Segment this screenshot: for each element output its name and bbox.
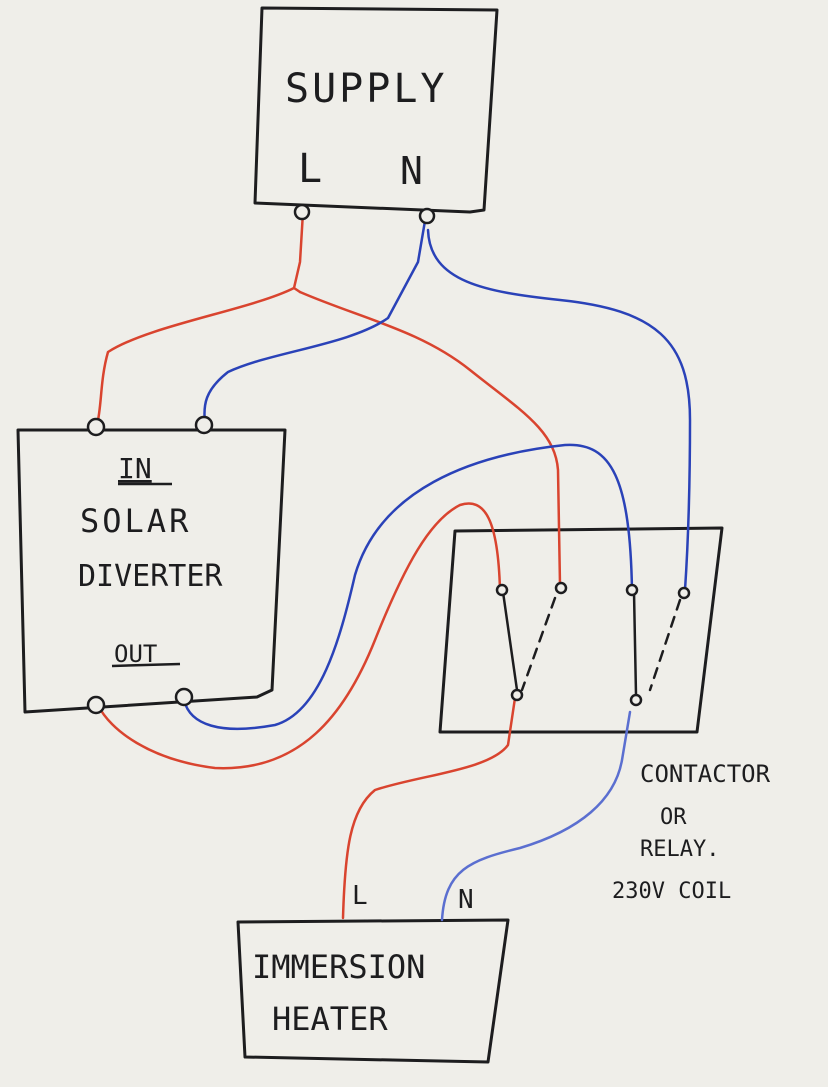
diverter-in-live-terminal	[86, 417, 106, 437]
contactor-dashed-link-2	[648, 598, 682, 692]
heater-name-line2: HEATER	[272, 1000, 388, 1038]
heater-live-label: L	[352, 881, 368, 911]
diverter-in-neutral-terminal	[194, 415, 214, 435]
immersion-heater-box	[236, 918, 510, 1064]
diverter-name-line1: SOLAR	[80, 502, 191, 540]
neutral-wire-to-contactor	[426, 228, 692, 592]
supply-live-label: L	[298, 146, 322, 192]
diverter-out-underline	[111, 662, 181, 668]
contactor-input-terminal-4	[677, 586, 691, 600]
contactor-output-terminal-1	[510, 688, 524, 702]
neutral-wire-to-heater	[440, 710, 632, 922]
contactor-switch-blade-1	[501, 590, 519, 692]
neutral-wire-diverter-out-to-contactor	[182, 443, 634, 731]
diverter-out-label: OUT	[114, 640, 157, 668]
supply-box	[253, 6, 499, 214]
supply-neutral-terminal	[418, 207, 436, 225]
contactor-input-terminal-2	[554, 581, 568, 595]
live-wire-supply-trunk	[292, 210, 305, 294]
contactor-input-terminal-3	[625, 583, 639, 597]
live-wire-to-heater	[341, 696, 517, 920]
neutral-wire-to-diverter-in	[203, 213, 428, 425]
contactor-label-line2: OR	[660, 805, 687, 830]
contactor-label-line1: CONTACTOR	[640, 760, 771, 788]
diverter-out-live-terminal	[86, 695, 106, 715]
live-wire-to-contactor	[298, 290, 562, 587]
diverter-out-neutral-terminal	[174, 687, 194, 707]
supply-title: SUPPLY	[285, 66, 448, 112]
heater-name-line1: IMMERSION	[252, 948, 425, 986]
live-wire-to-diverter-in	[95, 286, 296, 427]
solar-diverter-box	[16, 428, 287, 714]
supply-live-terminal	[293, 203, 311, 221]
diverter-name-line2: DIVERTER	[78, 559, 223, 594]
contactor-label-line3: RELAY.	[640, 837, 719, 862]
contactor-output-terminal-2	[629, 693, 643, 707]
contactor-input-terminal-1	[495, 583, 509, 597]
contactor-label-line4: 230V COIL	[612, 879, 731, 904]
diverter-in-label: IN	[118, 452, 152, 485]
heater-neutral-label: N	[458, 885, 474, 915]
live-wire-diverter-out-to-contactor	[96, 502, 502, 770]
contactor-box	[438, 526, 724, 734]
contactor-switch-blade-2	[632, 590, 638, 697]
contactor-dashed-link-1	[520, 596, 557, 692]
supply-neutral-label: N	[400, 149, 423, 193]
